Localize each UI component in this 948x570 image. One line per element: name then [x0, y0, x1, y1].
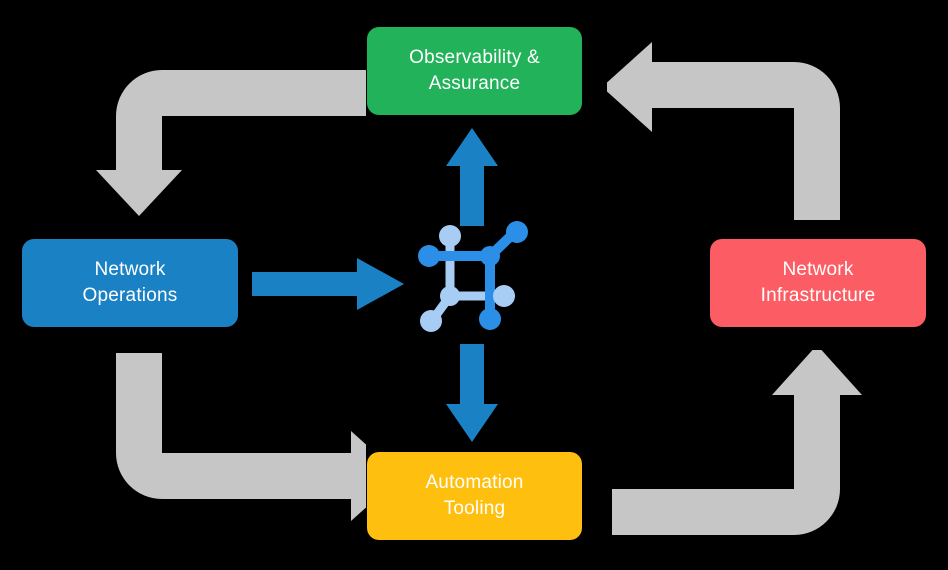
node-label-operations: Network Operations [82, 259, 178, 306]
node-label-automation: Automation Tooling [425, 472, 524, 519]
network-topology-icon [418, 221, 528, 332]
node-label-observability: Observability & Assurance [409, 47, 540, 94]
node-box-automation[interactable]: Automation Tooling [367, 452, 582, 540]
node-box-infrastructure[interactable]: Network Infrastructure [710, 239, 926, 327]
node-label-infrastructure: Network Infrastructure [760, 259, 876, 306]
gray-arrow-infrastructure-to-observability [607, 42, 840, 220]
blue-arrow-center-to-observability [446, 128, 498, 226]
blue-arrow-operations-to-center [252, 258, 404, 310]
node-box-operations[interactable]: Network Operations [22, 239, 238, 327]
blue-arrow-center-to-automation [446, 344, 498, 442]
gray-arrow-automation-to-infrastructure [612, 350, 862, 535]
gray-arrow-observability-to-operations [96, 70, 366, 216]
gray-arrow-operations-to-automation [116, 353, 366, 521]
node-box-observability[interactable]: Observability & Assurance [367, 27, 582, 115]
